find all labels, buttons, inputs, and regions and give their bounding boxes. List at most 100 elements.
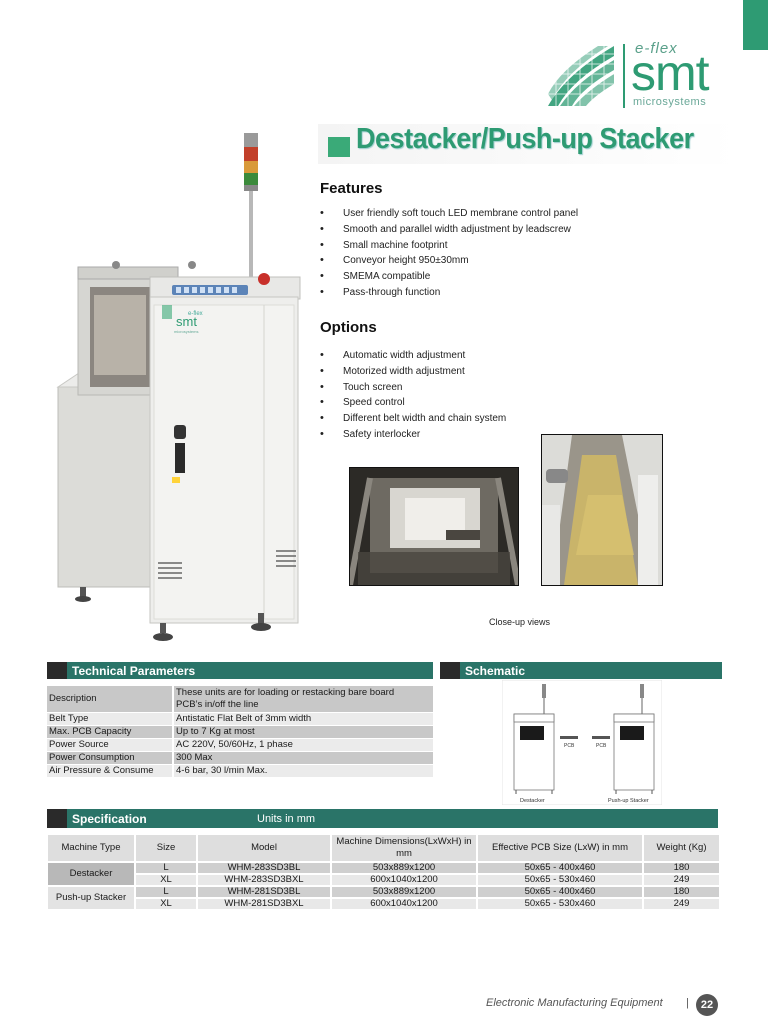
model-cell: WHM-283SD3BXL — [196, 873, 332, 887]
dimensions-cell: 600x1040x1200 — [330, 897, 478, 911]
table-row: Push-up Stacker L WHM-281SD3BL 503x889x1… — [46, 885, 721, 911]
footer-separator: | — [686, 997, 689, 1009]
tech-params-table: Description These units are for loading … — [47, 686, 433, 778]
pcb-size-cell: 50x65 - 530x460 — [476, 897, 644, 911]
title-background — [318, 124, 738, 164]
machine-logo-smt: smt — [176, 314, 197, 329]
schematic-header-marker — [440, 662, 460, 679]
machine-logo-micro: microsystems — [174, 329, 198, 334]
features-heading: Features — [320, 180, 383, 197]
pcb-size-cell: 50x65 - 530x460 — [476, 873, 644, 887]
closeup-photo-1 — [349, 467, 519, 586]
feature-item: Conveyor height 950±30mm — [320, 253, 650, 269]
column-header: Weight (Kg) — [642, 833, 721, 863]
logo-microsystems-text: microsystems — [633, 96, 707, 108]
model-cell: WHM-281SD3BL — [196, 885, 332, 899]
page-title: Destacker/Push-up Stacker — [356, 123, 694, 155]
weight-cell: 249 — [642, 873, 721, 887]
option-item: Motorized width adjustment — [320, 364, 650, 380]
tech-key: Power Consumption — [47, 751, 174, 765]
tech-value-line1: These units are for loading or restackin… — [176, 687, 395, 698]
table-header-row: Machine Type Size Model Machine Dimensio… — [46, 833, 721, 863]
option-item: Safety interlocker — [320, 427, 650, 443]
dimensions-cell: 503x889x1200 — [330, 885, 478, 899]
tech-header-marker — [47, 662, 67, 679]
tech-key: Max. PCB Capacity — [47, 725, 174, 739]
table-row: XL WHM-283SD3BXL 600x1040x1200 50x65 - 5… — [47, 873, 721, 887]
table-row: Destacker L WHM-283SD3BL 503x889x1200 50… — [46, 861, 721, 887]
column-header: Model — [196, 833, 332, 863]
dimensions-cell: 503x889x1200 — [330, 861, 478, 875]
logo-mesh-icon — [546, 44, 616, 108]
table-row: XL WHM-281SD3BXL 600x1040x1200 50x65 - 5… — [47, 897, 721, 911]
tech-key: Belt Type — [47, 712, 174, 726]
column-header: Machine Dimensions(LxWxH) in mm — [330, 833, 478, 863]
schematic-pcb-label-1: PCB — [564, 743, 575, 749]
tech-value: 4-6 bar, 30 l/min Max. — [173, 764, 433, 778]
closeup-photo-2 — [541, 434, 663, 586]
title-square-icon — [328, 137, 350, 157]
spec-heading: Specification — [72, 812, 147, 826]
option-item: Automatic width adjustment — [320, 348, 650, 364]
options-heading: Options — [320, 319, 377, 336]
tech-params-header: Technical Parameters — [67, 662, 433, 679]
feature-item: Smooth and parallel width adjustment by … — [320, 222, 650, 238]
footer-text: Electronic Manufacturing Equipment — [486, 997, 663, 1009]
size-cell: L — [134, 861, 198, 875]
machine-type-cell: Destacker — [46, 861, 136, 887]
pcb-size-cell: 50x65 - 400x460 — [476, 861, 644, 875]
features-list: User friendly soft touch LED membrane co… — [320, 206, 650, 301]
option-item: Different belt width and chain system — [320, 411, 650, 427]
spec-header-marker — [47, 809, 67, 828]
closeup-caption: Close-up views — [489, 617, 551, 627]
tech-value: AC 220V, 50/60Hz, 1 phase — [173, 738, 433, 752]
spec-units: Units in mm — [257, 813, 316, 825]
weight-cell: 180 — [642, 861, 721, 875]
tech-key: Power Source — [47, 738, 174, 752]
size-cell: XL — [134, 873, 198, 887]
schematic-pcb-label-2: PCB — [596, 743, 607, 749]
machine-logo-eflex: e-flex — [188, 311, 203, 317]
schematic-right-label: Push-up Stacker — [608, 798, 649, 804]
feature-item: SMEMA compatible — [320, 269, 650, 285]
logo-divider — [623, 44, 625, 108]
weight-cell: 249 — [642, 897, 721, 911]
tech-key: Description — [47, 686, 174, 713]
machine-type-cell: Push-up Stacker — [46, 885, 136, 911]
column-header: Size — [134, 833, 198, 863]
feature-item: User friendly soft touch LED membrane co… — [320, 206, 650, 222]
tech-key: Air Pressure & Consume — [47, 764, 174, 778]
spec-header: Specification Units in mm — [67, 809, 718, 828]
logo-smt-text: smt — [631, 45, 710, 101]
machine-image: e-flex smt microsystems — [56, 133, 301, 641]
tech-value: Up to 7 Kg at most — [173, 725, 433, 739]
schematic-left-label: Destacker — [520, 798, 545, 804]
dimensions-cell: 600x1040x1200 — [330, 873, 478, 887]
schematic-diagram: PCB PCB Destacker Push-up Stacker — [502, 680, 662, 805]
tech-value: These units are for loading or restackin… — [173, 686, 433, 713]
options-list: Automatic width adjustment Motorized wid… — [320, 348, 650, 443]
model-cell: WHM-281SD3BXL — [196, 897, 332, 911]
tech-value: Antistatic Flat Belt of 3mm width — [173, 712, 433, 726]
schematic-header: Schematic — [460, 662, 722, 679]
column-header: Effective PCB Size (LxW) in mm — [476, 833, 644, 863]
column-header: Machine Type — [46, 833, 136, 863]
corner-accent-tab — [743, 0, 768, 50]
weight-cell: 180 — [642, 885, 721, 899]
feature-item: Pass-through function — [320, 285, 650, 301]
size-cell: L — [134, 885, 198, 899]
table-row: Description These units are for loading … — [47, 686, 433, 713]
tech-value-line2: PCB’s in/off the line — [176, 699, 259, 710]
option-item: Touch screen — [320, 380, 650, 396]
logo-eflex-text: e-flex — [635, 40, 678, 57]
model-cell: WHM-283SD3BL — [196, 861, 332, 875]
pcb-size-cell: 50x65 - 400x460 — [476, 885, 644, 899]
spec-table: Machine Type Size Model Machine Dimensio… — [46, 833, 721, 911]
tech-value: 300 Max — [173, 751, 433, 765]
size-cell: XL — [134, 897, 198, 911]
